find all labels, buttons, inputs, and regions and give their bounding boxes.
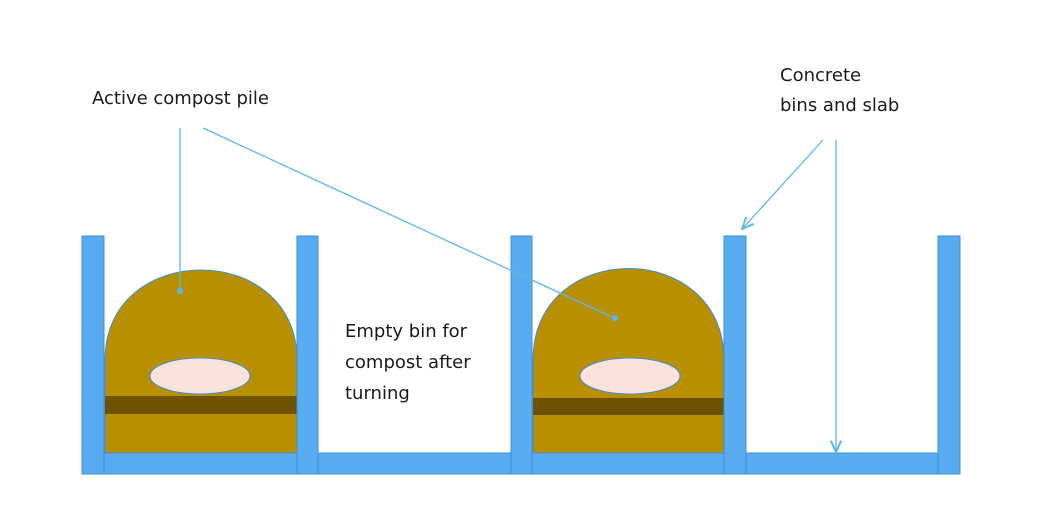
- leader-line-pile-2: [202, 127, 615, 319]
- wall-2: [296, 235, 319, 475]
- label-concrete-line-2: bins and slab: [780, 95, 899, 116]
- compost-pile-1: [104, 269, 298, 454]
- leader-line-wall: [743, 139, 824, 228]
- wall-1: [81, 235, 105, 475]
- wall-5: [937, 235, 961, 475]
- compost-layer-band: [533, 398, 724, 415]
- label-empty-bin-line-1: Empty bin for: [345, 321, 468, 342]
- air-pocket: [579, 357, 681, 395]
- leader-lines: [176, 127, 837, 451]
- label-empty-bin-line-2: compost after: [345, 352, 471, 373]
- wall-4: [723, 235, 747, 475]
- compost-layer-band: [105, 396, 297, 414]
- compost-pile-2: [532, 268, 725, 454]
- label-empty-bin-line-3: turning: [345, 383, 410, 404]
- wall-3: [510, 235, 533, 475]
- label-concrete-line-1: Concrete: [780, 65, 861, 86]
- label-active-compost-pile: Active compost pile: [92, 88, 269, 109]
- concrete-walls: [81, 235, 961, 475]
- air-pocket: [149, 357, 251, 395]
